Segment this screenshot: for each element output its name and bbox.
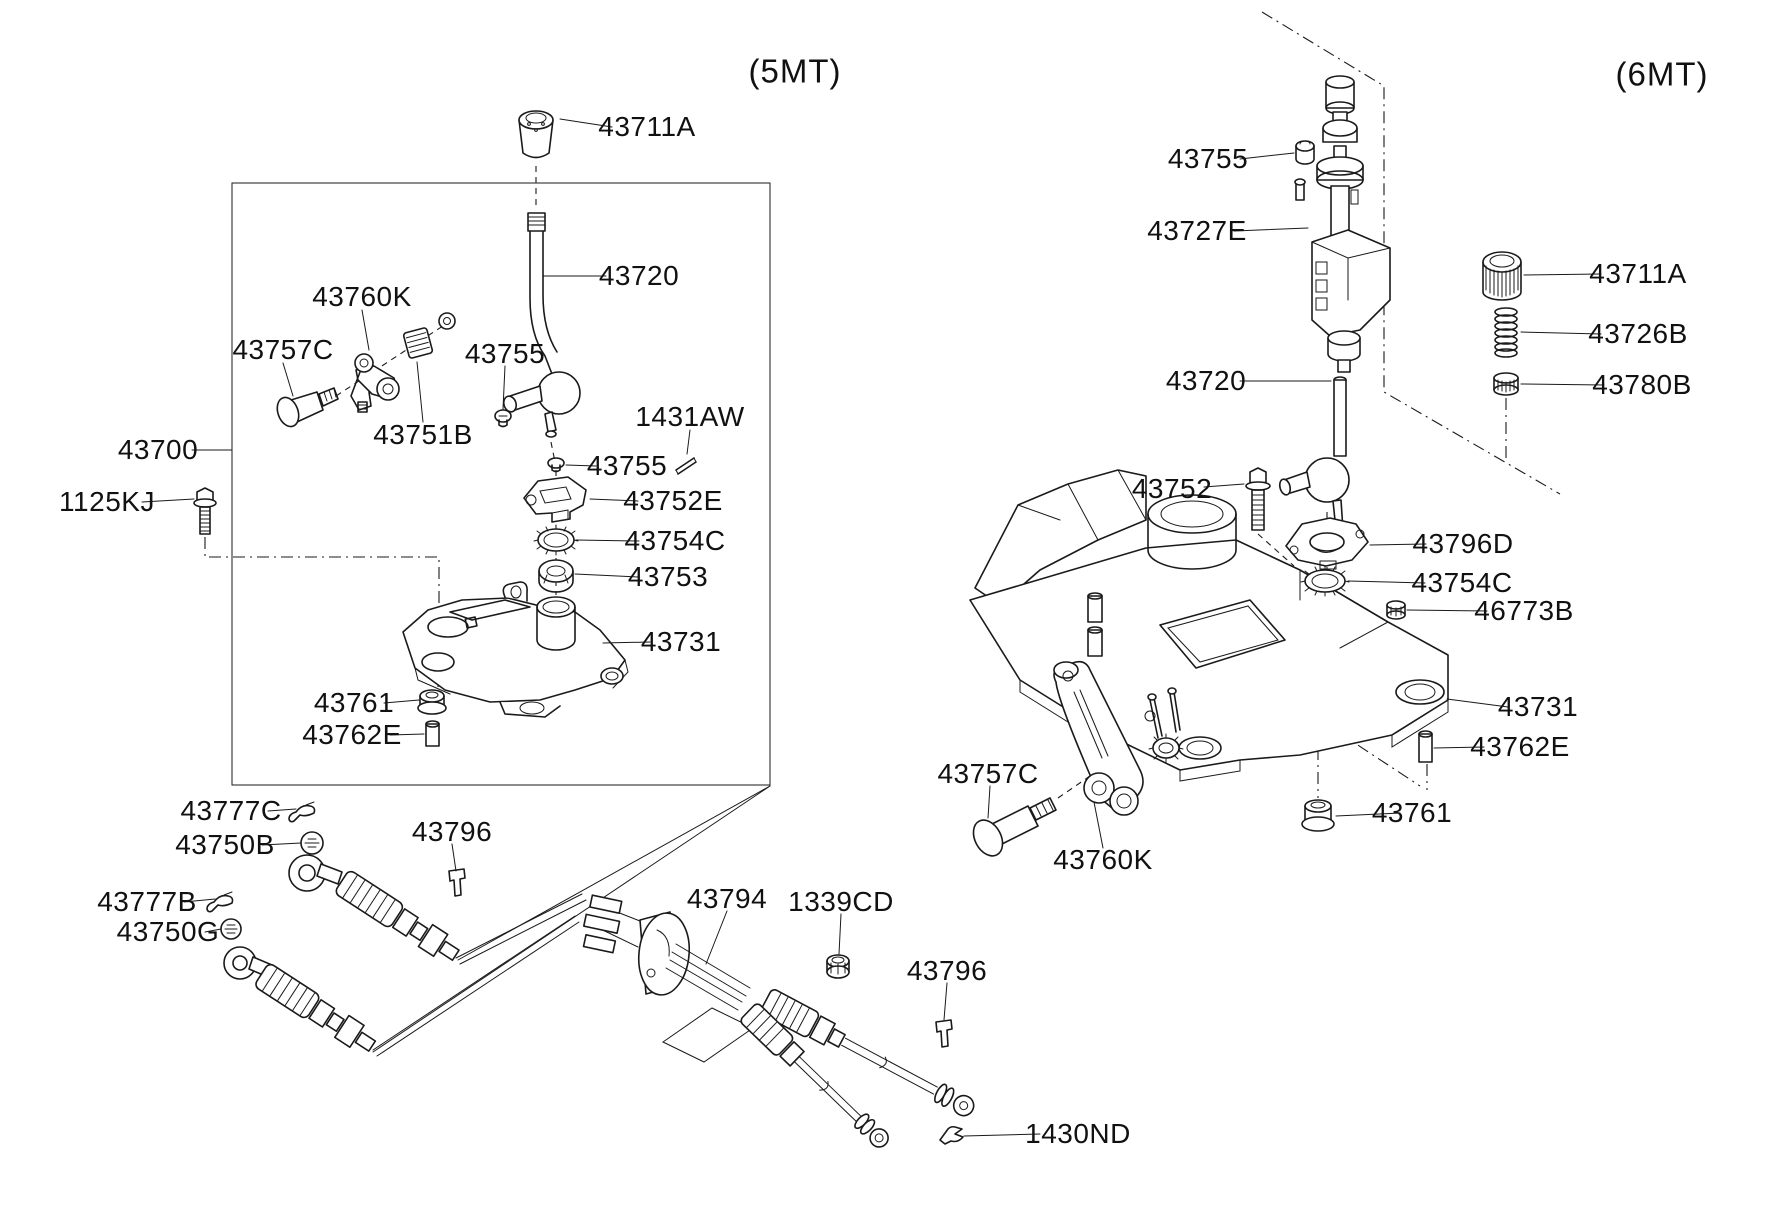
cable-end-upper-right <box>760 989 975 1117</box>
part-label-43755-lower-5mt: 43755 <box>586 450 668 481</box>
part-label-43753-5mt: 43753 <box>627 561 709 592</box>
washer-43750g <box>220 918 242 940</box>
part-label-43751b-5mt: 43751B <box>373 419 473 450</box>
shift-cable-upper <box>288 854 587 965</box>
part-label-43700-5mt: 43700 <box>117 434 199 465</box>
part-label-43720-6mt: 43720 <box>1165 365 1247 396</box>
lock-ring-5mt <box>533 524 579 556</box>
part-label-43755-upper-5mt: 43755 <box>464 338 546 369</box>
shift-fork-6mt <box>1147 687 1184 763</box>
pivot-bolt-5mt <box>276 387 339 428</box>
roll-pin-5mt <box>675 457 697 475</box>
part-label-1125kj-5mt: 1125KJ <box>59 486 155 517</box>
part-label-43750g: 43750G <box>116 916 220 947</box>
part-label-43755-6mt: 43755 <box>1167 143 1249 174</box>
part-label-43731-5mt: 43731 <box>640 626 722 657</box>
part-label-46773b-6mt: 46773B <box>1474 595 1574 626</box>
shift-lever-5mt <box>502 212 581 438</box>
shifter-bracket-6mt <box>969 469 1449 782</box>
part-label-43761-5mt: 43761 <box>313 687 395 718</box>
nut-6mt <box>1301 799 1335 832</box>
part-label-43757c-5mt: 43757C <box>232 334 334 365</box>
clip-43796-lower <box>935 1019 953 1048</box>
part-label-43727e-6mt: 43727E <box>1147 215 1247 246</box>
washer-43750b <box>300 831 324 855</box>
sleeve-6mt <box>1418 730 1433 763</box>
grommet-6mt <box>1295 140 1315 165</box>
lock-ring-6mt <box>1300 565 1350 597</box>
spring-43726b <box>1494 307 1518 358</box>
nut-5mt <box>417 689 447 715</box>
stopper-plate-43796d <box>1285 517 1369 570</box>
part-label-43711a-5mt: 43711A <box>598 111 696 142</box>
shift-lever-6mt <box>1278 75 1391 551</box>
shifter-bracket-5mt <box>402 581 629 718</box>
retainer-clip-43777b <box>206 891 234 913</box>
part-label-43796-lower: 43796 <box>906 955 988 986</box>
spring-pin-5mt <box>402 312 456 359</box>
part-label-43796-upper: 43796 <box>411 816 493 847</box>
guide-bracket-5mt <box>523 476 587 523</box>
part-label-43731-6mt: 43731 <box>1497 691 1579 722</box>
cap-5mt <box>547 457 565 473</box>
section-title-5mt: (5MT) <box>748 52 842 90</box>
part-label-43780b-6mt: 43780B <box>1592 369 1692 400</box>
grommet-upper-5mt <box>494 409 512 428</box>
pivot-bolt-6mt <box>972 797 1057 857</box>
part-label-1431aw-5mt: 1431AW <box>635 401 745 432</box>
flange-bolt-43752 <box>1245 467 1271 531</box>
leader-lines <box>141 118 1605 1137</box>
section-title-6mt: (6MT) <box>1615 55 1709 93</box>
select-lever-6mt <box>1053 660 1144 816</box>
part-label-43752-6mt: 43752 <box>1131 473 1213 504</box>
part-label-43720-5mt: 43720 <box>598 260 680 291</box>
cable-grommet-plate <box>582 894 751 1011</box>
part-label-43794: 43794 <box>686 883 768 914</box>
nut-43780b <box>1493 372 1519 396</box>
cable-end-lower-right <box>740 1003 889 1148</box>
assembly-box-5mt <box>231 182 771 786</box>
nut-1339cd <box>826 954 850 979</box>
part-label-43760k-6mt: 43760K <box>1053 844 1153 875</box>
bushing-5mt <box>538 559 574 593</box>
part-label-43777c: 43777C <box>180 795 282 826</box>
part-label-43711a-6mt: 43711A <box>1589 258 1687 289</box>
part-label-43750b: 43750B <box>175 829 275 860</box>
shift-cable-lower <box>223 915 580 1057</box>
part-label-1430nd: 1430ND <box>1025 1118 1131 1149</box>
part-label-43752e-5mt: 43752E <box>623 485 723 516</box>
part-label-43762e-6mt: 43762E <box>1470 731 1570 762</box>
clip-1430nd <box>939 1125 964 1145</box>
part-label-43754c-5mt: 43754C <box>624 525 726 556</box>
clip-43796-upper <box>448 868 466 897</box>
shift-guide-5mt <box>350 353 400 413</box>
part-label-43762e-5mt: 43762E <box>302 719 402 750</box>
sleeve-5mt <box>425 720 440 747</box>
part-label-43757c-6mt: 43757C <box>937 758 1039 789</box>
part-label-43761-6mt: 43761 <box>1371 797 1453 828</box>
part-label-43754c-6mt: 43754C <box>1411 567 1513 598</box>
retainer-clip-43777c <box>288 801 316 823</box>
part-label-43760k-5mt: 43760K <box>312 281 412 312</box>
flange-bolt-1125kj <box>193 487 217 535</box>
shift-knob-5mt <box>518 110 554 159</box>
part-label-43796d-6mt: 43796D <box>1412 528 1514 559</box>
part-label-43726b-6mt: 43726B <box>1588 318 1688 349</box>
part-label-1339cd: 1339CD <box>788 886 894 917</box>
nut-46773b <box>1386 600 1406 620</box>
shift-knob-6mt <box>1482 251 1522 301</box>
part-label-43777b: 43777B <box>97 886 197 917</box>
